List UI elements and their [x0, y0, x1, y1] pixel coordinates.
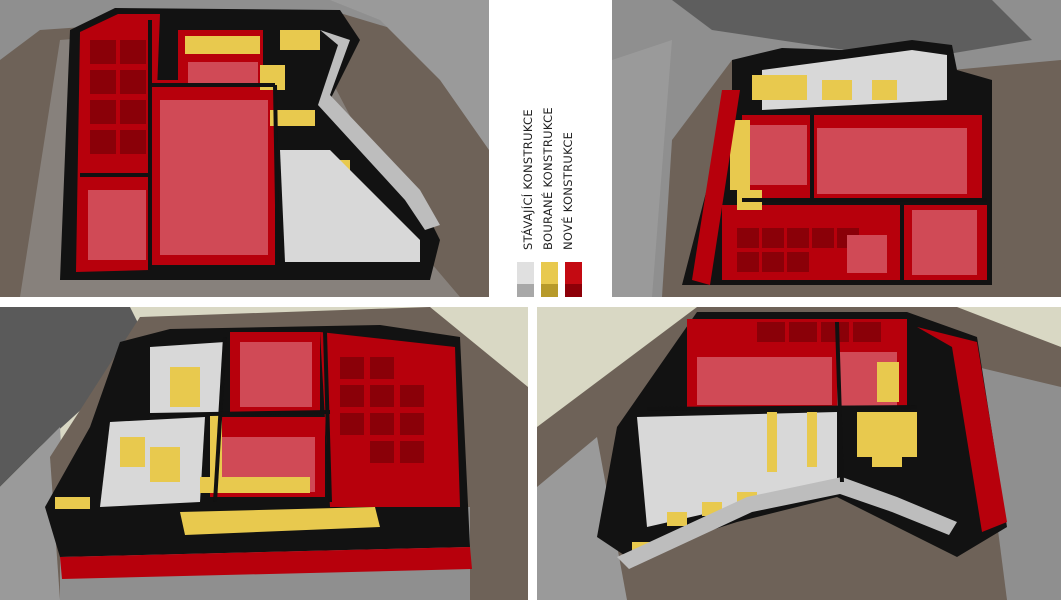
view-panel-top-right: [612, 0, 1061, 297]
building-model-view-4: [537, 307, 1061, 600]
building-model-view-2: [612, 0, 1061, 297]
legend-label-existing: STÁVAJÍCÍ KONSTRUKCE: [521, 109, 535, 250]
view-panel-top-left: [0, 0, 489, 297]
legend-label-demolished: BOURANÉ KONSTRUKCE: [541, 107, 555, 250]
legend-swatch-demolished: [541, 262, 558, 297]
building-model-view-3: [0, 307, 528, 600]
view-panel-bottom-left: [0, 307, 528, 600]
view-panel-bottom-right: [537, 307, 1061, 600]
legend-swatch-existing: [517, 262, 534, 297]
legend-swatch-new: [565, 262, 582, 297]
legend-label-new: NOVÉ KONSTRUKCE: [561, 131, 575, 250]
building-model-view-1: [0, 0, 489, 297]
